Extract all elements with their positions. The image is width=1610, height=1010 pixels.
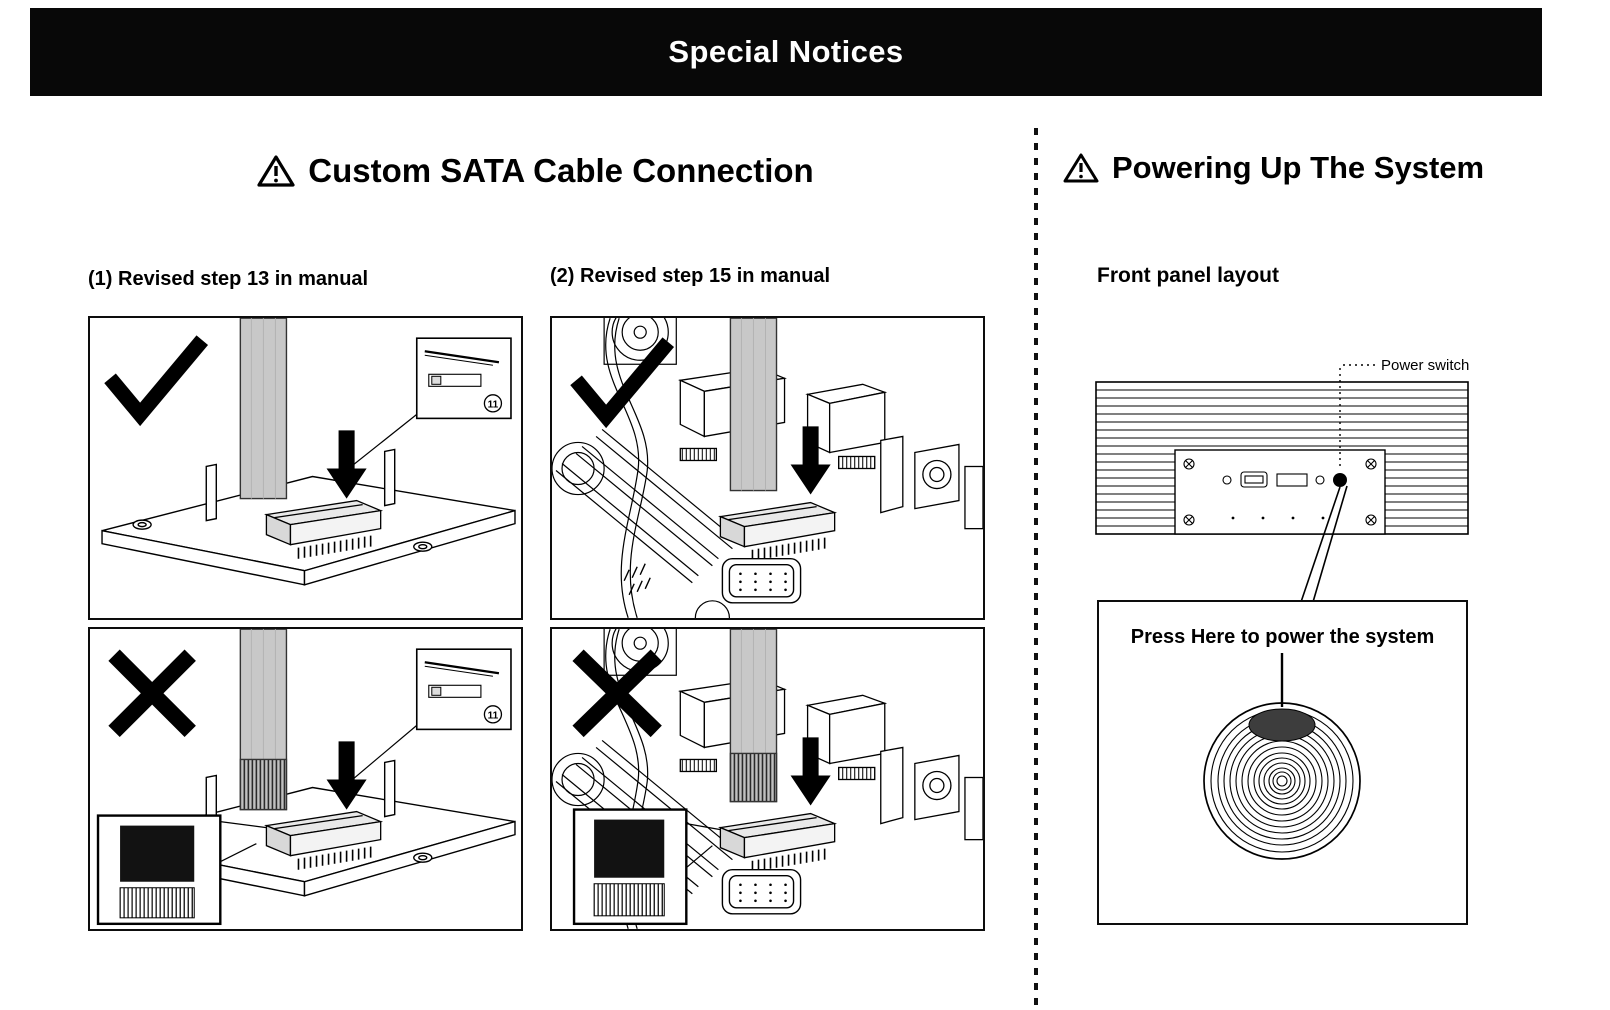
header-bar: Special Notices [30, 8, 1542, 96]
press-point [1248, 708, 1316, 742]
warning-triangle-icon [256, 154, 296, 188]
down-arrow-icon [326, 741, 367, 810]
power-switch-label: Power switch [1381, 357, 1469, 374]
cable-end-inset [96, 814, 267, 926]
checkmark-icon [104, 335, 209, 427]
usb-port [1240, 471, 1268, 488]
screw-icon [1183, 514, 1195, 526]
checkmark-icon [570, 337, 675, 429]
step13-incorrect-diagram: 11 [96, 629, 516, 926]
front-panel-drawing [1095, 381, 1469, 535]
latch-inset [340, 648, 512, 790]
power-button-drawing [1203, 653, 1361, 860]
led-indicator [1315, 475, 1325, 485]
sata-connector [718, 501, 838, 561]
ribbon-cable [239, 318, 288, 500]
down-arrow-icon [790, 737, 831, 806]
page-title: Special Notices [668, 34, 904, 69]
panel-dots [1231, 516, 1325, 520]
front-panel-label: Front panel layout [1097, 264, 1280, 287]
warning-triangle-icon [1062, 152, 1100, 184]
circled-11-badge: 11 [488, 710, 499, 721]
press-here-label: Press Here to power the system [1130, 626, 1435, 648]
down-arrow-icon [790, 426, 831, 495]
step15-incorrect-diagram [552, 629, 983, 929]
section-divider [1034, 128, 1038, 1010]
cpu-socket [721, 558, 802, 604]
sata-section-title-text: Custom SATA Cable Connection [308, 152, 814, 189]
sata-connector [264, 499, 384, 559]
led-indicator [1222, 475, 1232, 485]
step15-label: (2) Revised step 15 in manual [550, 265, 831, 287]
ribbon-cable [729, 318, 778, 492]
step13-correct-diagram: 11 [101, 318, 516, 586]
power-switch-dot [1333, 473, 1347, 487]
motherboard-components [678, 678, 983, 841]
io-port [1276, 473, 1308, 487]
step15-incorrect-box [550, 627, 985, 931]
cross-icon [108, 649, 196, 738]
power-section-title-text: Powering Up The System [1112, 150, 1485, 185]
power-button-callout: Press Here to power the system [1097, 600, 1468, 925]
latch-inset [333, 337, 512, 481]
pin-header [623, 563, 651, 596]
step15-correct-diagram [552, 318, 983, 618]
circled-11-badge: 11 [488, 399, 499, 410]
power-section-title: Powering Up The System [1062, 150, 1484, 186]
sata-connector [264, 810, 384, 870]
cross-icon [572, 649, 662, 738]
power-button-rings [1203, 702, 1361, 860]
motherboard-components [678, 367, 983, 530]
screw-icon [1365, 514, 1377, 526]
cpu-socket [721, 869, 802, 915]
cable-end-inset [572, 808, 721, 926]
step13-label: (1) Revised step 13 in manual [88, 268, 369, 290]
chassis-parts [552, 318, 739, 618]
screw-icon [1183, 458, 1195, 470]
screw-icon [1365, 458, 1377, 470]
sata-connector [718, 812, 838, 872]
power-switch-leader [1300, 364, 1376, 603]
ribbon-cable-wrong-side [729, 629, 778, 803]
panel-controls [1183, 458, 1377, 526]
front-panel-diagram: Power switch [1095, 357, 1469, 603]
step13-correct-box: 11 [88, 316, 523, 620]
step13-incorrect-box: 11 [88, 627, 523, 931]
down-arrow-icon [326, 430, 367, 499]
sata-section-title: Custom SATA Cable Connection [60, 152, 1010, 190]
ribbon-cable-wrong-side [239, 629, 288, 811]
step15-correct-box [550, 316, 985, 620]
